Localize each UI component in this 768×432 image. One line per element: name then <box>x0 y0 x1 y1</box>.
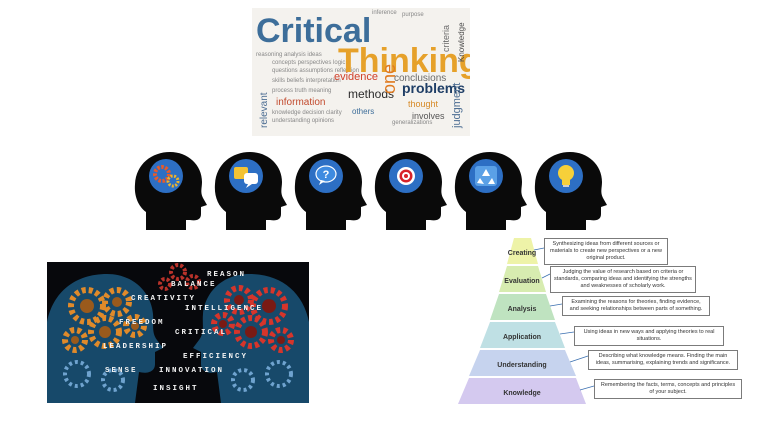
word-intelligence: INTELLIGENCE <box>185 305 264 313</box>
description-evaluation: Judging the value of research based on c… <box>550 266 696 293</box>
level-creating: Creating <box>507 250 537 257</box>
description-analysis: Examining the reasons for theories, find… <box>562 296 710 316</box>
word-innovation: INNOVATION <box>159 367 225 375</box>
head-silhouette <box>450 148 528 236</box>
word-reason: REASON <box>207 271 247 279</box>
word-insight: INSIGHT <box>153 385 199 393</box>
word-knowledge: Knowledge <box>457 22 466 62</box>
word-conclusions: conclusions <box>394 73 447 84</box>
head-silhouette <box>130 148 208 236</box>
word-critical: CRITICAL <box>175 329 228 337</box>
word-problems: problems <box>402 80 466 96</box>
gears-brain-image: REASON BALANCE CREATIVITY INTELLIGENCE F… <box>47 262 309 403</box>
level-understanding: Understanding <box>497 362 547 369</box>
word-thought: thought <box>408 99 439 109</box>
description-application: Using ideas in new ways and applying the… <box>574 326 724 346</box>
svg-text:?: ? <box>323 169 330 181</box>
word-evidence: evidence <box>334 71 379 83</box>
word-one: one <box>379 63 399 94</box>
word-leadership: LEADERSHIP <box>103 343 169 351</box>
lightbulb-icon <box>549 159 583 193</box>
word-methods: methods <box>348 87 395 101</box>
word-balance: BALANCE <box>171 281 217 289</box>
head-silhouette <box>370 148 448 236</box>
word-judgment: judgment <box>451 82 463 128</box>
word-criteria: criteria <box>441 24 451 52</box>
word-creativity: CREATIVITY <box>131 295 197 303</box>
head-silhouette <box>530 148 608 236</box>
chat-bubbles-icon <box>229 159 263 193</box>
gears-icon <box>149 159 183 193</box>
level-application: Application <box>502 334 542 341</box>
word-information: information <box>276 97 326 108</box>
critical-thinking-word-cloud: reasoning analysis ideas concepts perspe… <box>252 8 470 136</box>
question-bubble-icon: ? <box>309 159 343 193</box>
word-freedom: FREEDOM <box>119 319 165 327</box>
level-evaluation: Evaluation <box>504 278 540 285</box>
word-critical: Critical <box>256 12 372 50</box>
head-silhouette: ? <box>290 148 368 236</box>
description-knowledge: Remembering the facts, terms, concepts a… <box>594 379 742 399</box>
word-relevant: relevant <box>259 92 270 128</box>
description-creating: Synthesizing ideas from different source… <box>544 238 668 265</box>
blooms-taxonomy-pyramid: Creating Evaluation Analysis Application… <box>414 236 754 408</box>
level-analysis: Analysis <box>507 306 537 313</box>
word-others: others <box>352 107 375 116</box>
word-thinking: Thinking <box>338 42 470 80</box>
word-involves: involves <box>412 111 445 121</box>
description-understanding: Describing what knowledge means. Finding… <box>588 350 738 370</box>
pyramid-shape <box>458 238 595 404</box>
target-icon <box>389 159 423 193</box>
head-silhouette <box>210 148 288 236</box>
level-knowledge: Knowledge <box>503 390 541 397</box>
thinking-heads-row: ? <box>130 148 610 236</box>
word-efficiency: EFFICIENCY <box>183 353 249 361</box>
word-sense: SENSE <box>105 367 138 375</box>
recycle-icon <box>469 159 503 193</box>
